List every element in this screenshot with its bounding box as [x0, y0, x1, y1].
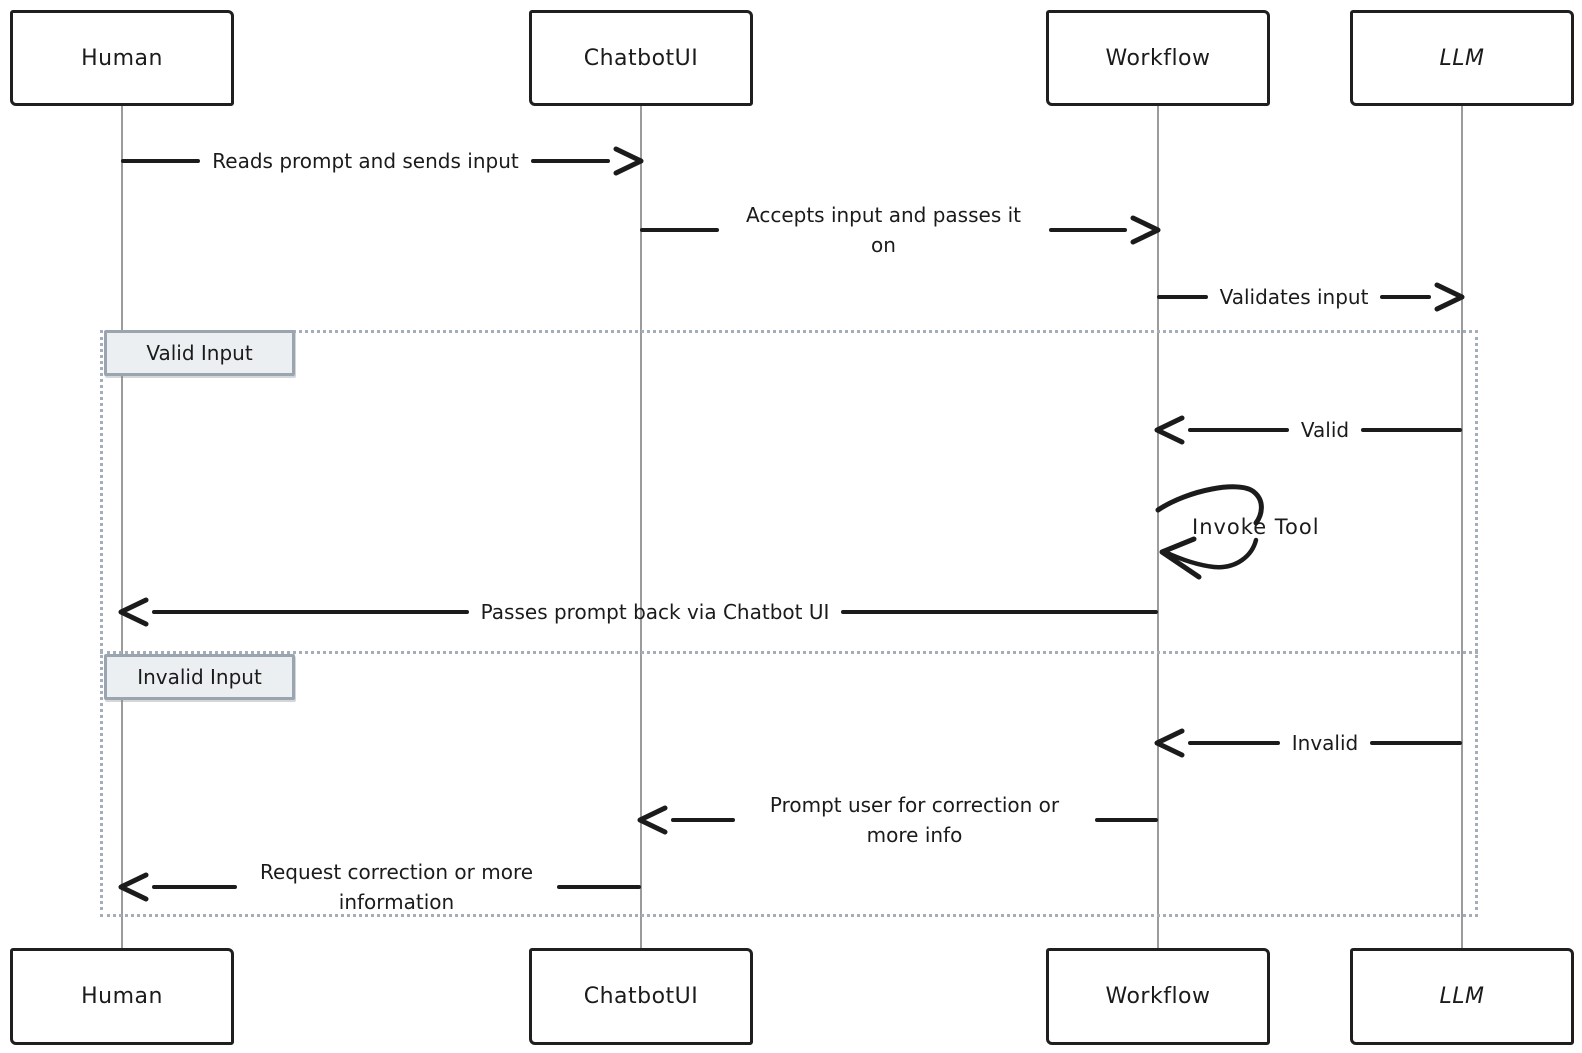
- message-validates-input: Validates input: [1157, 252, 1465, 342]
- section-label-text: Invalid Input: [137, 665, 262, 689]
- message-line: [556, 885, 641, 889]
- participant-label: Workflow: [1105, 45, 1211, 71]
- message-line: [1380, 295, 1432, 299]
- participant-label: LLM: [1439, 45, 1485, 71]
- participant-label: Human: [81, 45, 163, 71]
- arrowhead-right-icon: [1434, 282, 1465, 312]
- message-line: [1094, 818, 1158, 822]
- participant-box-chatbotui-bottom: ChatbotUI: [529, 948, 753, 1045]
- message-invalid: Invalid: [1154, 698, 1463, 788]
- arrowhead-left-icon: [118, 872, 149, 902]
- message-passes-prompt-back: Passes prompt back via Chatbot UI: [118, 567, 1159, 657]
- message-label: Valid: [1300, 418, 1350, 442]
- message-line: [1188, 428, 1289, 432]
- message-line: [1188, 741, 1280, 745]
- message-line: [152, 885, 237, 889]
- self-loop-arrow-icon: [1155, 484, 1264, 580]
- message-line: [1157, 295, 1208, 299]
- arrowhead-right-icon: [1130, 215, 1161, 245]
- message-reads-prompt: Reads prompt and sends input: [121, 116, 644, 206]
- participant-box-llm-bottom: LLM: [1350, 948, 1574, 1045]
- message-line: [1361, 428, 1463, 432]
- message-line: [841, 610, 1159, 614]
- participant-box-workflow-top: Workflow: [1046, 10, 1270, 106]
- message-accepts-input: Accepts input and passes it on: [640, 185, 1161, 275]
- message-label: Request correction or more information: [259, 860, 534, 914]
- participant-box-llm-top: LLM: [1350, 10, 1574, 106]
- message-label: Accepts input and passes it on: [746, 203, 1021, 257]
- arrowhead-left-icon: [118, 597, 149, 627]
- arrowhead-left-icon: [1154, 415, 1185, 445]
- section-label-invalid-input: Invalid Input: [104, 654, 295, 700]
- participant-label: ChatbotUI: [583, 45, 699, 71]
- arrowhead-right-icon: [613, 146, 644, 176]
- message-line: [671, 818, 735, 822]
- lifeline-human: [121, 104, 123, 949]
- alt-frame: [100, 330, 1478, 917]
- message-line: [121, 159, 201, 163]
- message-line: [530, 159, 610, 163]
- participant-box-chatbotui-top: ChatbotUI: [529, 10, 753, 106]
- lifeline-workflow: [1157, 104, 1159, 949]
- section-label-valid-input: Valid Input: [104, 330, 295, 376]
- message-valid: Valid: [1154, 385, 1463, 475]
- message-invoke-tool: Invoke Tool: [1192, 515, 1320, 539]
- participant-box-workflow-bottom: Workflow: [1046, 948, 1270, 1045]
- participant-box-human-top: Human: [10, 10, 234, 106]
- alt-frame-divider: [100, 651, 1478, 654]
- message-label: Passes prompt back via Chatbot UI: [480, 600, 830, 624]
- message-label: Invalid: [1291, 731, 1359, 755]
- message-label: Prompt user for correction or more info: [769, 793, 1060, 847]
- arrowhead-left-icon: [1154, 728, 1185, 758]
- message-prompt-user-correction: Prompt user for correction or more info: [637, 775, 1158, 865]
- lifeline-chatbotui: [640, 104, 642, 949]
- participant-label: LLM: [1439, 984, 1485, 1009]
- message-line: [640, 228, 719, 232]
- lifeline-llm: [1461, 104, 1463, 949]
- message-line: [152, 610, 469, 614]
- participant-box-human-bottom: Human: [10, 948, 234, 1045]
- message-line: [1370, 741, 1463, 745]
- arrowhead-left-icon: [637, 805, 668, 835]
- participant-label: ChatbotUI: [583, 984, 699, 1009]
- participant-label: Workflow: [1105, 984, 1211, 1009]
- message-label: Validates input: [1219, 285, 1369, 309]
- participant-label: Human: [81, 984, 163, 1009]
- message-label: Reads prompt and sends input: [212, 149, 519, 173]
- message-line: [1048, 228, 1127, 232]
- message-request-correction: Request correction or more information: [118, 842, 641, 932]
- section-label-text: Valid Input: [146, 341, 253, 365]
